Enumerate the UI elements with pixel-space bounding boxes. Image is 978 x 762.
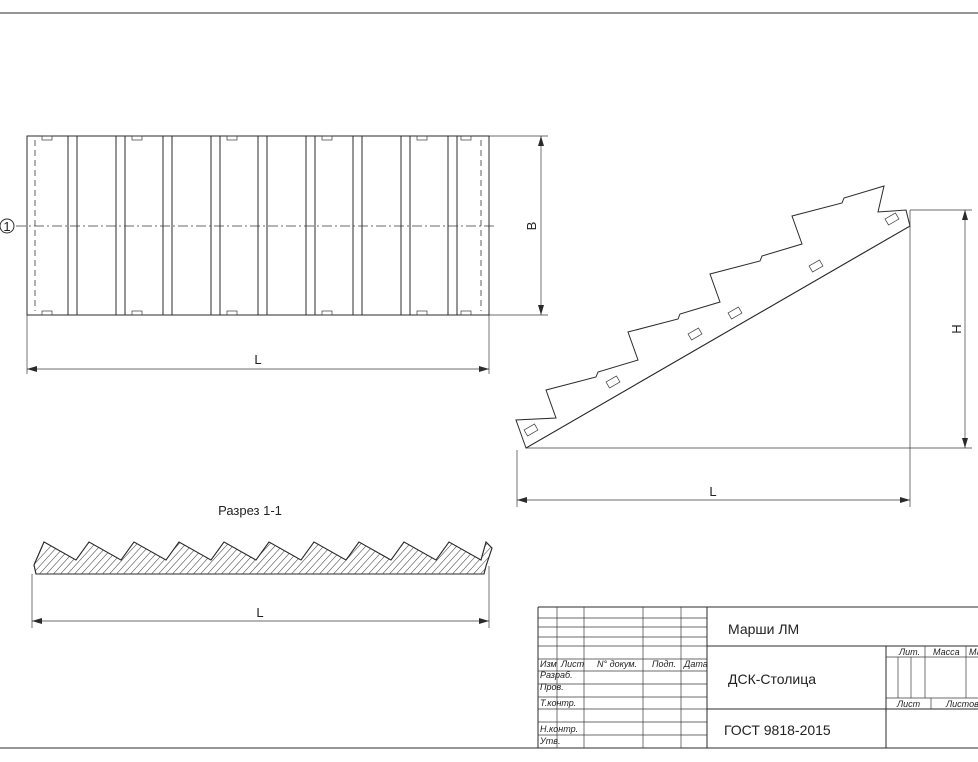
col-header-list: Лист bbox=[560, 659, 585, 669]
side-insert bbox=[687, 327, 703, 341]
side-insert bbox=[523, 423, 539, 437]
section-view: Разрез 1-1 L bbox=[31, 503, 493, 628]
plan-tab bbox=[416, 135, 428, 141]
sheets-label: Листов bbox=[945, 699, 978, 709]
section-marker bbox=[0, 218, 15, 234]
plan-tab bbox=[41, 310, 53, 316]
plan-dim-length-label: L bbox=[254, 352, 261, 367]
col-header-dokum: N° докум. bbox=[597, 659, 637, 669]
plan-tab bbox=[460, 135, 472, 141]
title-standard: ГОСТ 9818-2015 bbox=[724, 722, 831, 738]
plan-tab bbox=[416, 310, 428, 316]
side-profile bbox=[515, 185, 911, 449]
title-organization: ДСК-Столица bbox=[728, 671, 816, 687]
side-view: H L bbox=[515, 185, 972, 507]
plan-tab bbox=[321, 310, 333, 316]
row-label-prov: Пров. bbox=[540, 682, 564, 692]
side-dim-height-label: H bbox=[949, 324, 964, 333]
section-marker-label: 1 bbox=[3, 219, 10, 234]
plan-tab bbox=[131, 310, 143, 316]
row-label-razrab: Разраб. bbox=[540, 670, 573, 680]
section-dim-length-label: L bbox=[256, 605, 263, 620]
plan-tab bbox=[460, 310, 472, 316]
plan-tab bbox=[226, 135, 238, 141]
mass-label: Масса bbox=[933, 647, 960, 657]
dim-width-label: B bbox=[524, 222, 539, 231]
title-name: Марши ЛМ bbox=[728, 621, 799, 637]
lit-label: Лит. bbox=[898, 647, 920, 657]
sheet-label: Лист bbox=[896, 699, 921, 709]
col-header-podp: Подп. bbox=[652, 659, 676, 669]
plan-tab bbox=[321, 135, 333, 141]
side-insert bbox=[727, 306, 743, 320]
row-label-utv: Утв. bbox=[539, 736, 560, 746]
section-title: Разрез 1-1 bbox=[218, 503, 282, 518]
col-header-data: Дата bbox=[683, 659, 708, 669]
plan-tab bbox=[41, 135, 53, 141]
col-header-izm: Изм bbox=[540, 659, 557, 669]
row-label-tkontr: Т.контр. bbox=[540, 698, 576, 708]
side-dim-length-label: L bbox=[709, 484, 716, 499]
plan-tab bbox=[226, 310, 238, 316]
title-block: Марши ЛМ ДСК-Столица ГОСТ 9818-2015 Изм … bbox=[537, 606, 978, 748]
side-insert bbox=[605, 375, 621, 389]
plan-tab bbox=[131, 135, 143, 141]
plan-view: 1 B L bbox=[0, 135, 548, 374]
side-inserts bbox=[523, 212, 900, 437]
row-label-nkontr: Н.контр. bbox=[540, 724, 578, 734]
section-profile bbox=[33, 541, 493, 575]
plan-ribs bbox=[41, 135, 472, 316]
scale-label: Ма bbox=[969, 647, 978, 657]
side-insert bbox=[808, 259, 824, 273]
side-insert bbox=[884, 212, 900, 226]
